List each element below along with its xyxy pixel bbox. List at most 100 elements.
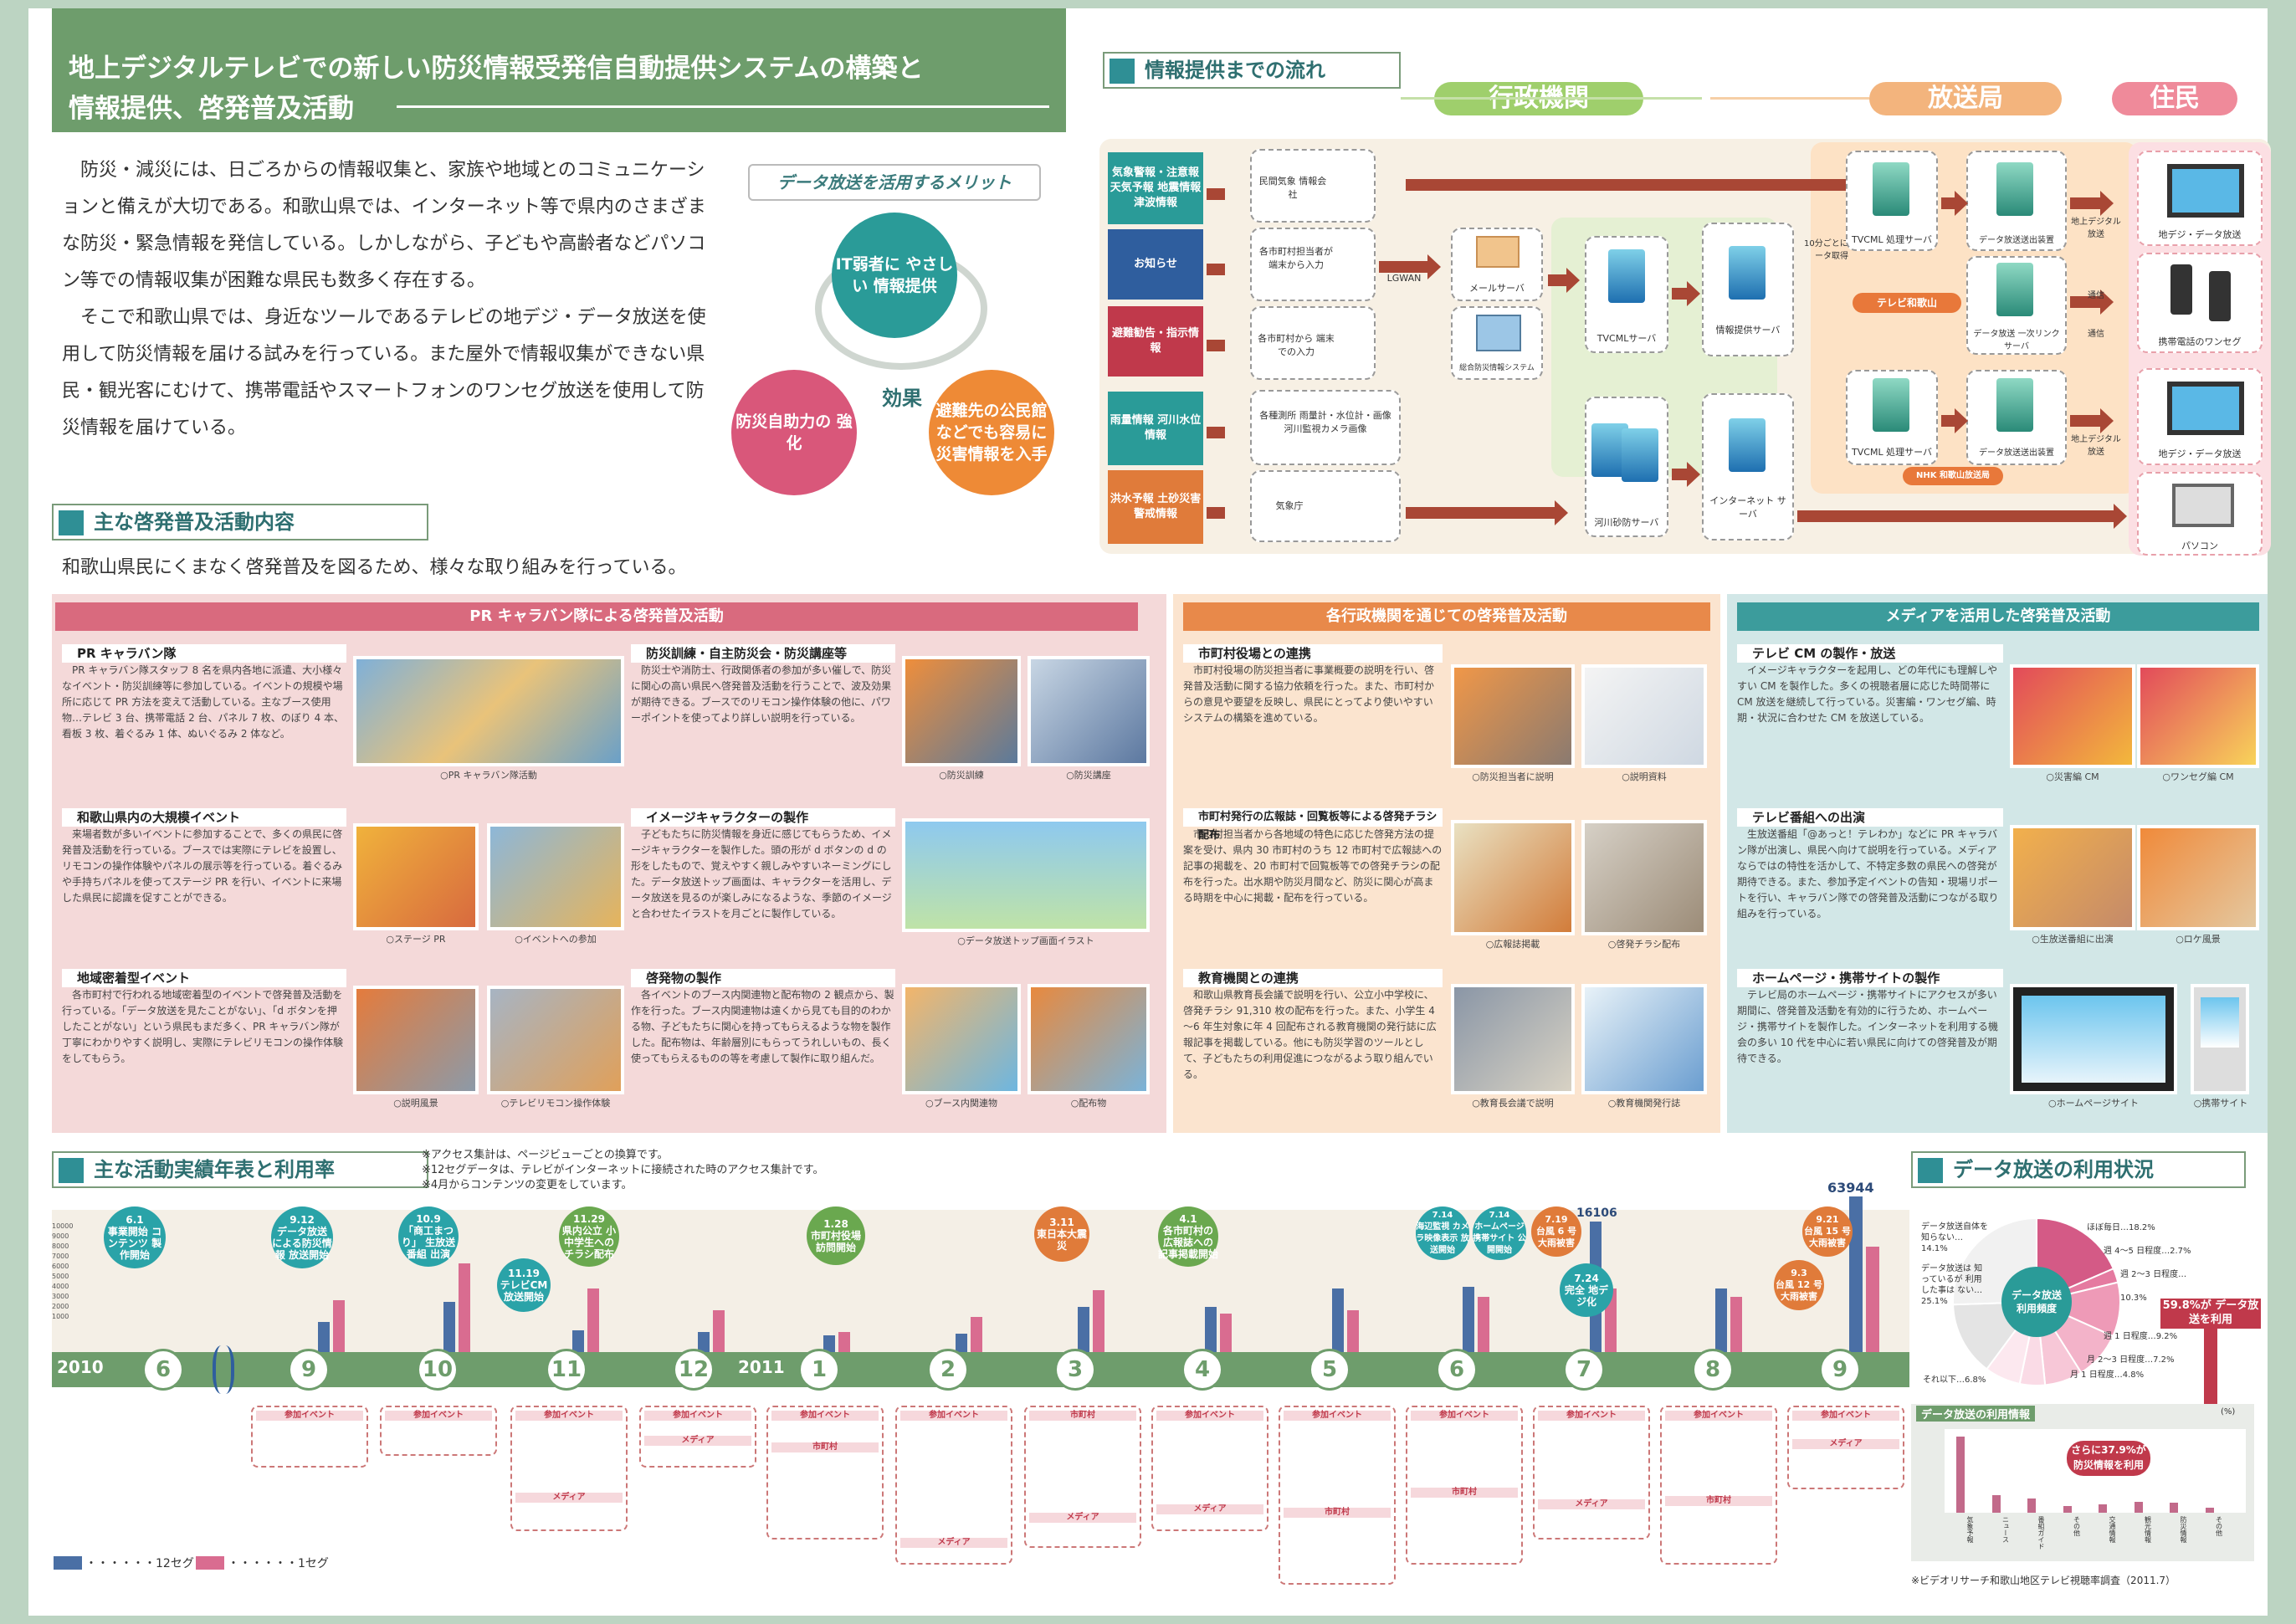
title-line2: 情報提供、啓発普及活動 [69, 94, 354, 124]
label-tx1: 地上デジタル 放送 [2071, 218, 2121, 239]
events-mar-city: 市町村 [1029, 1411, 1136, 1421]
resident-tv2-label: 地デジ・データ放送 [2158, 448, 2242, 459]
timeline-yaxis: 10000 9000 8000 7000 6000 5000 4000 3000… [52, 1222, 85, 1322]
pink-item-3-text: 防災士や消防士、行政関係者の参加が多い催しで、防災に関心の高い県民へ啓発普及活動… [631, 664, 892, 724]
river-server-icon-2 [1622, 428, 1658, 482]
bar-1seg-12 [713, 1310, 725, 1352]
intro-p1: 防災・減災には、日ごろからの情報収集と、家族や地域とのコミュニケーションと備えが… [62, 160, 706, 291]
photo-remote [487, 986, 624, 1094]
month-1: 9 [288, 1349, 330, 1391]
badge-nhk: NHK 和歌山放送局 [1903, 467, 2003, 485]
bar-1seg-10 [459, 1263, 470, 1352]
teal-item-0-heading: テレビ CM の製作・放送 [1737, 644, 2003, 663]
source-rain: 雨量情報 河川水位情報 [1108, 392, 1203, 465]
orange-item-2: 教育機関との連携 和歌山県教育長会議で説明を行い、公立小中学校に、啓発チラシ 9… [1183, 969, 1443, 1083]
sheet: 地上デジタルテレビでの新しい防災情報受発信自動提供システムの構築と 情報提供、啓… [28, 8, 2271, 1616]
ds-send2-label: データ放送送出装置 [1979, 448, 2054, 458]
ds-temp-icon [1996, 263, 2033, 316]
month-13: 9 [1819, 1349, 1861, 1391]
photo-cm-disaster [2010, 664, 2135, 768]
photo-cm-oneseg [2137, 664, 2259, 768]
band-residents: 住民 [2112, 82, 2237, 115]
year-2011: 2011 [738, 1357, 785, 1377]
photo-newsletter [1451, 820, 1575, 935]
events-aug-header: 参加イベント [1665, 1411, 1772, 1421]
usage-bar-5 [2134, 1501, 2143, 1513]
intro-text: 防災・減災には、日ごろからの情報収集と、家族や地域とのコミュニケーションと備えが… [62, 152, 715, 447]
pie-label-8: データ放送は 知っているが 利用した事は ない…25.1% [1921, 1264, 1983, 1306]
usage-bar-0 [1956, 1436, 1965, 1513]
tvcml-proc1-icon [1873, 162, 1909, 216]
pink-item-4-heading: イメージキャラクターの製作 [631, 808, 895, 827]
resident-tv1-label: 地デジ・データ放送 [2158, 229, 2242, 240]
arrow-src2 [1207, 264, 1225, 275]
events-feb: 参加イベントメディア [895, 1406, 1012, 1565]
caption-pink-5b: ○配布物 [1070, 1098, 1107, 1109]
bar-12seg-6 [1463, 1287, 1474, 1352]
month-9: 5 [1309, 1349, 1350, 1391]
node-municipal-input1: 各市町村担当者が 端末から入力 [1250, 228, 1376, 301]
merit-tag: データ放送を活用するメリット [748, 164, 1041, 201]
pin-13-text: 台風 15 号 大雨被害 [1804, 1226, 1851, 1248]
orange-item-1: 市町村発行の広報誌・回覧板等による啓発チラシ配布 市町村担当者から各地域の特色に… [1183, 808, 1443, 906]
events-jul: 参加イベントメディア [1533, 1406, 1650, 1539]
internet-server-label: インターネット サーバ [1709, 495, 1786, 520]
month-4: 12 [673, 1349, 715, 1391]
events-feb-media: メディア [900, 1538, 1007, 1548]
label-tx4: 地上デジタル 放送 [2071, 435, 2121, 457]
y-0: 10000 [52, 1222, 74, 1230]
node-resident-mobile: 携帯電話のワンセグ [2137, 253, 2263, 353]
panel-media-title: メディアを活用した啓発普及活動 [1737, 602, 2259, 631]
resident-mobile-label: 携帯電話のワンセグ [2158, 336, 2242, 347]
caption-pink-0: ○PR キャラバン隊活動 [440, 770, 537, 781]
phone-icon-2 [2209, 271, 2231, 321]
teal-item-1-heading: テレビ番組への出演 [1737, 808, 2003, 827]
pink-item-5: 啓発物の製作 各イベントのブース内関連物と配布物の 2 観点から、製作を行った。… [631, 969, 895, 1067]
usage-bar-1 [1991, 1494, 2001, 1513]
ds-send2-icon [1996, 378, 2033, 432]
month-12: 8 [1692, 1349, 1734, 1391]
merit-circle-selfhelp: 防災自助力の 強化 [731, 370, 857, 495]
mobile-screen [2201, 997, 2239, 1048]
bar-1seg-5 [1347, 1310, 1359, 1352]
bar-1seg-9b [1866, 1247, 1879, 1352]
y-7: 3000 [52, 1293, 69, 1300]
pin-0-date: 6.1 [126, 1214, 144, 1226]
caption-teal-0a: ○災害編 CM [2046, 771, 2099, 782]
y-3: 7000 [52, 1253, 69, 1260]
events-aug: 参加イベント市町村 [1660, 1406, 1777, 1565]
month-3: 11 [546, 1349, 587, 1391]
orange-item-1-text: 市町村担当者から各地域の特色に応じた啓発方法の提案を受け、県内 30 市町村のう… [1183, 828, 1443, 904]
photo-education-meeting [1451, 984, 1575, 1094]
usage-bar-label-0: 気象予報 [1966, 1516, 1974, 1543]
teal-item-2: ホームページ・携帯サイトの製作 テレビ局のホームページ・携帯サイトにアクセスが多… [1737, 969, 2003, 1067]
timeline-note-3: ※4月からコンテンツの変更をしています。 [422, 1179, 633, 1191]
events-dec: 参加イベントメディア [639, 1406, 756, 1468]
photo-municipal [1451, 664, 1575, 768]
orange-item-2-heading: 教育機関との連携 [1183, 969, 1443, 987]
pink-item-0: PR キャラバン隊 PR キャラバン隊スタッフ 8 名を県内各地に派遣、大小様々… [62, 644, 346, 742]
teal-item-1-text: 生放送番組「@あっと！テレわか」などに PR キャラバン隊が出演し、県民へ向けて… [1737, 828, 1999, 920]
pink-item-1-heading: 和歌山県内の大規模イベント [62, 808, 346, 827]
source-evacuation: 避難勧告・指示情報 [1108, 306, 1203, 377]
usage-bar-2 [2027, 1498, 2036, 1513]
arrow-send1-tv [2070, 191, 2114, 216]
events-jul-header: 参加イベント [1538, 1411, 1645, 1421]
panel-pr-title: PR キャラバン隊による啓発普及活動 [55, 602, 1138, 631]
events-jun-header: 参加イベント [1411, 1411, 1518, 1421]
arrow-to-pc [1797, 504, 2127, 529]
mail-envelope-icon [1476, 236, 1520, 268]
bar-12seg-10 [443, 1302, 455, 1352]
caption-pink-2b: ○テレビリモコン操作体験 [500, 1098, 611, 1109]
pie-center-label-1: データ放送 [2012, 1288, 2063, 1301]
activities-heading: 主な啓発普及活動内容 [52, 504, 428, 540]
caption-orange-0a: ○防災担当者に説明 [1472, 771, 1554, 782]
usage-unit: (%) [2221, 1407, 2236, 1417]
orange-item-0: 市町村役場との連携 市町村役場の防災担当者に事業概要の説明を行い、啓発普及活動に… [1183, 644, 1443, 726]
pin-8-text: 海辺監視 カメラ映像表示 放送開始 [1416, 1222, 1469, 1255]
phone-icon-1 [2170, 264, 2192, 315]
